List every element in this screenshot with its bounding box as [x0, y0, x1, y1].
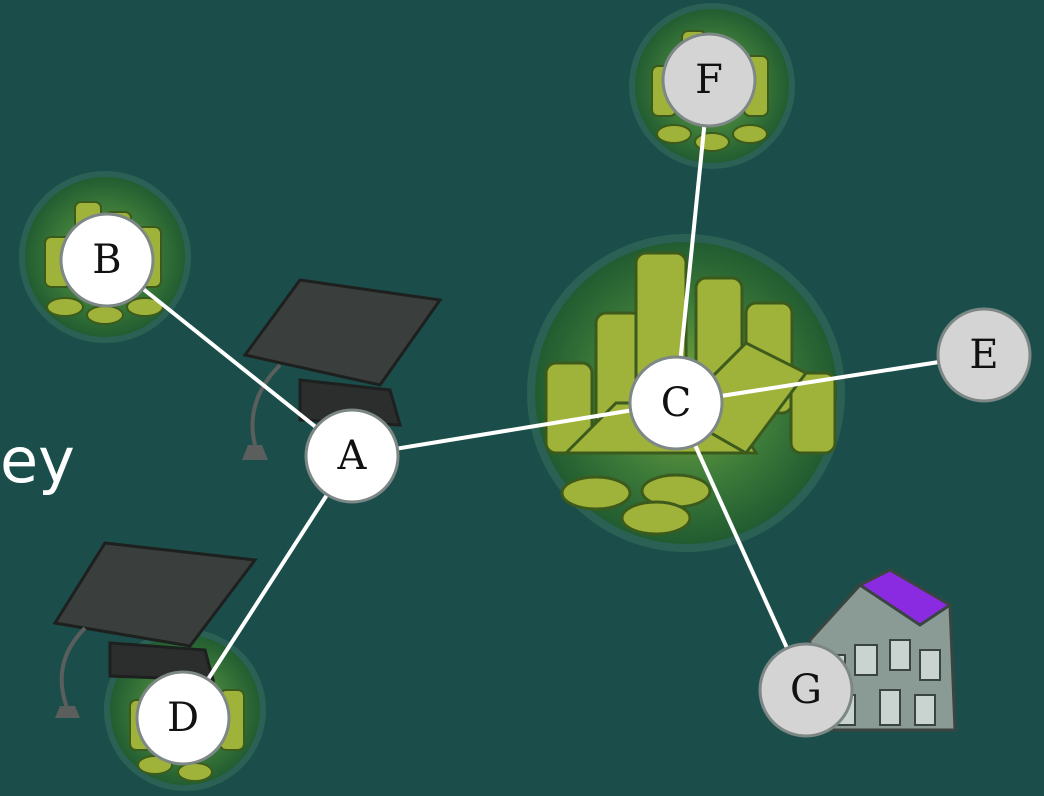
edge-a-c — [351, 401, 677, 458]
node-label: A — [337, 433, 368, 479]
node-circle — [661, 32, 757, 128]
node-label: G — [790, 667, 822, 713]
node-label: F — [695, 57, 723, 103]
edge-c-e — [675, 353, 985, 405]
node-label: B — [92, 237, 121, 283]
node-circle — [758, 642, 854, 738]
node-circle — [304, 408, 400, 504]
graduation-cap-icon — [242, 278, 443, 460]
node-c: C — [628, 355, 724, 451]
node-circle — [936, 307, 1032, 403]
node-label: D — [167, 695, 199, 741]
node-circle — [628, 355, 724, 451]
edge-a-d — [181, 454, 354, 720]
node-label: E — [969, 332, 998, 378]
node-f: F — [661, 32, 757, 128]
node-circle — [135, 670, 231, 766]
partial-slide-text: ey — [0, 424, 75, 497]
node-d: D — [135, 670, 231, 766]
edge-a-b — [105, 258, 354, 458]
edge-c-g — [674, 402, 808, 691]
edge-c-f — [674, 79, 711, 404]
node-label: C — [661, 380, 692, 426]
nodes: A B C D E F G — [59, 32, 1032, 766]
edges — [105, 79, 985, 720]
node-a: A — [304, 408, 400, 504]
node-circle — [59, 212, 155, 308]
node-e: E — [936, 307, 1032, 403]
node-b: B — [59, 212, 155, 308]
node-g: G — [758, 642, 854, 738]
